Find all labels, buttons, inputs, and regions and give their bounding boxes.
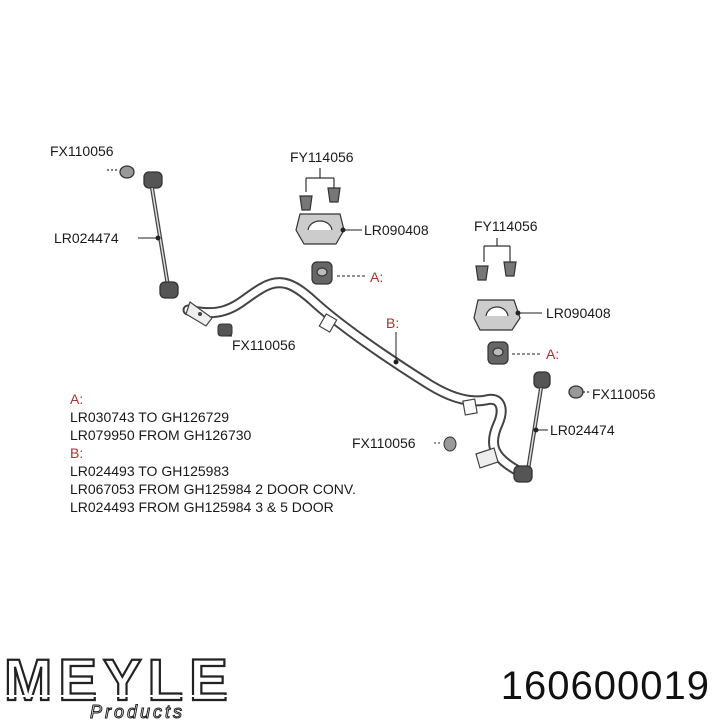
legend-b-line1: LR024493 TO GH125983 xyxy=(70,463,230,479)
label-a-left: A: xyxy=(370,269,383,285)
legend: A: LR030743 TO GH126729 LR079950 FROM GH… xyxy=(70,390,356,516)
legend-b-key: B: xyxy=(70,445,84,461)
right-drop-link xyxy=(513,371,590,483)
label-fy-right: FY114056 xyxy=(474,218,538,234)
label-lr-left-link: LR024474 xyxy=(54,230,119,246)
label-fx-right-bottom: FX110056 xyxy=(352,435,416,451)
label-fx-top-left: FX110056 xyxy=(50,143,114,159)
label-fy-left: FY114056 xyxy=(290,149,354,165)
label-lr-bracket-left: LR090408 xyxy=(364,222,429,238)
nut-mid-left xyxy=(217,323,233,337)
label-fx-right-top: FX110056 xyxy=(592,386,656,402)
left-bracket-group xyxy=(295,168,345,285)
label-lr-right-link: LR024474 xyxy=(550,422,615,438)
legend-a-line1: LR030743 TO GH126729 xyxy=(70,409,230,425)
right-bracket-group xyxy=(473,238,521,365)
part-number: 160600019 xyxy=(500,664,710,708)
legend-b-line3: LR024493 FROM GH125984 3 & 5 DOOR xyxy=(70,499,334,515)
legend-a-key: A: xyxy=(70,391,84,407)
legend-b-line2: LR067053 FROM GH125984 2 DOOR CONV. xyxy=(70,481,356,497)
label-fx-mid-left: FX110056 xyxy=(232,337,296,353)
brand-name: MEYLE xyxy=(4,650,234,713)
label-b-bar: B: xyxy=(386,315,399,331)
label-lr-bracket-right: LR090408 xyxy=(546,305,611,321)
meyle-logo: MEYLE Products xyxy=(3,650,300,720)
stabilizer-bar xyxy=(182,277,526,478)
label-a-right: A: xyxy=(546,346,559,362)
leader-lines xyxy=(138,227,548,433)
brand-sub: Products xyxy=(90,702,185,720)
nut-right-bottom xyxy=(434,436,457,452)
legend-a-line2: LR079950 FROM GH126730 xyxy=(70,427,252,443)
